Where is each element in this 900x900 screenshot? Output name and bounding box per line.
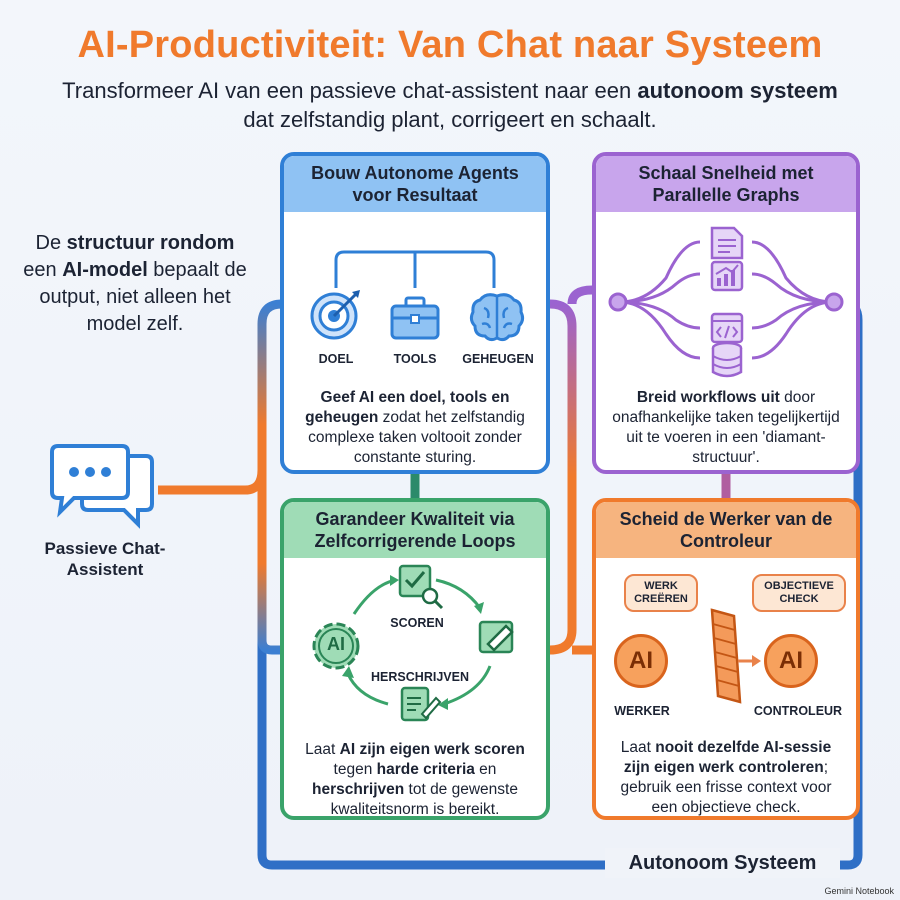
database-icon (711, 341, 743, 378)
gear-ai-text: AI (327, 634, 345, 654)
structure-note: De structuur rondom een AI-model bepaalt… (23, 232, 247, 335)
ai-gear-icon (312, 622, 360, 670)
brand-watermark: Gemini Notebook (824, 886, 894, 896)
card-description: Breid workflows uit door onafhankelijke … (612, 389, 840, 466)
card-self-correcting-loops: Garandeer Kwaliteit via Zelfcorrigerende… (280, 498, 550, 820)
card-title: Garandeer Kwaliteit via Zelfcorrigerende… (284, 502, 546, 558)
code-icon (710, 312, 744, 344)
worker-ai-icon: AI (614, 634, 668, 688)
chart-icon (710, 260, 744, 292)
chat-bubbles-icon (50, 444, 154, 529)
controller-ai-icon: AI (764, 634, 818, 688)
label-geheugen: GEHEUGEN (462, 352, 534, 366)
page-subtitle: Transformeer AI van een passieve chat-as… (62, 78, 838, 132)
label-doel: DOEL (318, 352, 354, 366)
card-title: Scheid de Werker van de Controleur (596, 502, 856, 558)
card-worker-controller: Scheid de Werker van de Controleur WERK … (592, 498, 860, 820)
feedback-loop (312, 564, 514, 722)
chat-assistant-label: Passieve Chat-Assistent (44, 539, 166, 579)
diamond-graph (608, 226, 844, 378)
arrow-right-icon (738, 655, 761, 667)
card-parallel-graphs: Schaal Snelheid met Parallelle Graphs (592, 152, 860, 474)
label-controleur: CONTROLEUR (753, 704, 843, 718)
document-icon (710, 226, 744, 260)
card-description: Laat nooit dezelfde AI-sessie zijn eigen… (620, 739, 832, 816)
label-herschrijven: HERSCHRIJVEN (371, 670, 469, 684)
page-title: AI-Productiviteit: Van Chat naar Systeem (77, 24, 823, 66)
autonomous-system-label: Autonoom Systeem (605, 848, 840, 878)
toolbox-icon (390, 296, 440, 340)
card-title: Schaal Snelheid met Parallelle Graphs (596, 156, 856, 212)
bubble-objective-check: OBJECTIEVE CHECK (752, 574, 846, 612)
edit-eraser-icon (478, 620, 514, 654)
rewrite-document-icon (400, 686, 442, 722)
bubble-create-work: WERK CREËREN (624, 574, 698, 612)
agents-connector (334, 250, 496, 288)
label-werker: WERKER (614, 704, 670, 718)
card-title: Bouw Autonome Agents voor Resultaat (284, 156, 546, 212)
score-checklist-icon (398, 564, 444, 610)
card-description: Laat AI zijn eigen werk scoren tegen har… (305, 741, 525, 818)
firewall-icon (710, 608, 742, 704)
label-tools: TOOLS (393, 352, 437, 366)
brain-icon (469, 293, 525, 342)
target-icon (310, 290, 360, 340)
label-scoren: SCOREN (390, 616, 444, 630)
card-autonomous-agents: Bouw Autonome Agents voor Resultaat DOEL… (280, 152, 550, 474)
card-description: Geef AI een doel, tools en geheugen zoda… (305, 389, 525, 466)
